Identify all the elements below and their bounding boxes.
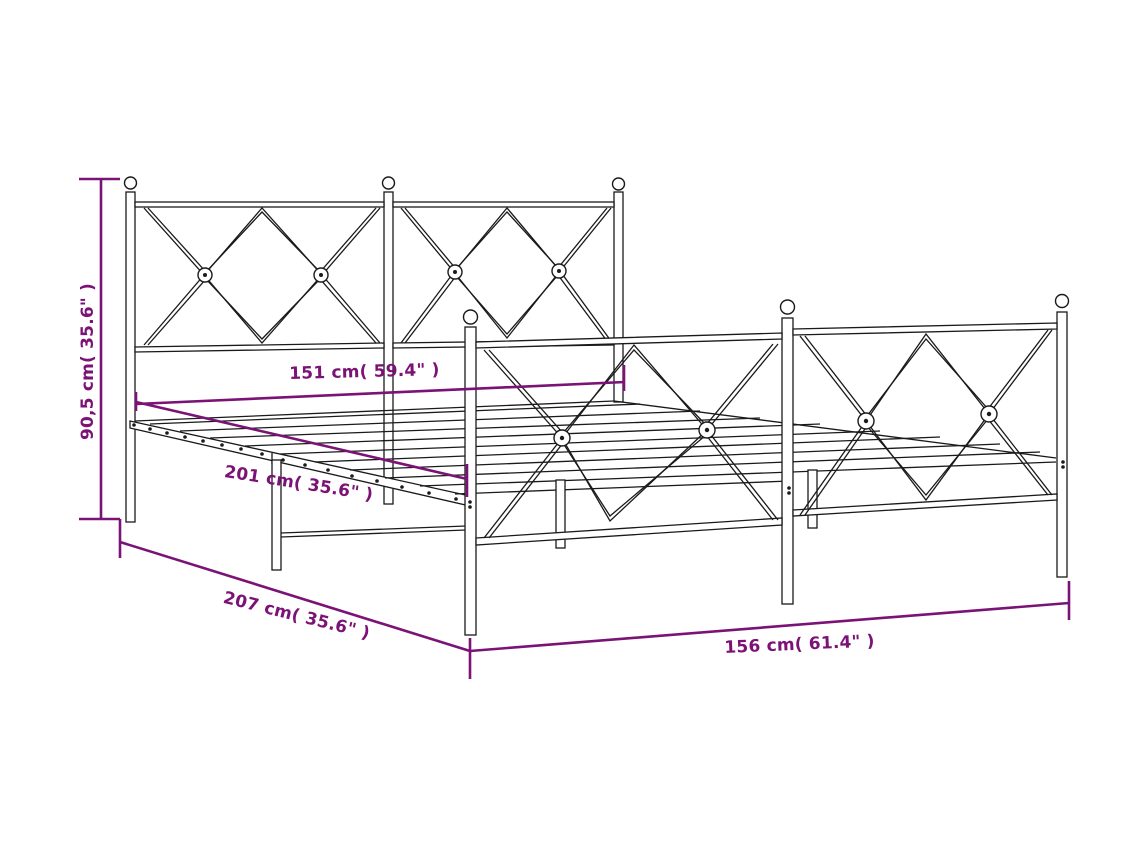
- footboard-bottom-rail: [475, 517, 783, 546]
- footboard-post-middle: [781, 317, 794, 605]
- footboard-top-rail: [475, 332, 783, 349]
- headboard-post-right: [613, 191, 624, 403]
- finial-knob: [123, 176, 138, 190]
- footboard: [462, 293, 1070, 636]
- inner-width-dimension-label: 151 cm( 59.4" ): [289, 360, 440, 384]
- headboard-top-rail: [392, 201, 615, 208]
- finial-knob: [779, 299, 796, 315]
- headboard-top-rail: [134, 201, 385, 208]
- finial-knob: [611, 177, 626, 191]
- inner-length-dimension-line: [135, 400, 469, 497]
- finial-knob: [1054, 293, 1070, 309]
- inner-width-dimension-line: [134, 365, 626, 411]
- headboard-post-left: [125, 191, 136, 523]
- height-dimension-label: 90,5 cm( 35.6" ): [78, 282, 98, 440]
- footboard-post-right: [1056, 311, 1068, 578]
- dimension-lines: [79, 177, 1071, 679]
- center-support-leg: [807, 469, 818, 529]
- footboard-top-rail: [792, 322, 1058, 336]
- footboard-bottom-rail: [792, 493, 1058, 517]
- center-support-leg: [555, 479, 566, 549]
- center-support-leg: [271, 459, 282, 571]
- total-length-dimension-line: [118, 519, 471, 653]
- headboard: [123, 176, 626, 523]
- total-width-dimension-line: [468, 581, 1071, 679]
- headboard-post-middle: [383, 191, 394, 505]
- bed-base: [129, 400, 1057, 571]
- finial-knob: [462, 309, 479, 325]
- rail-bolts: [132, 423, 458, 501]
- finial-knob: [381, 176, 396, 190]
- footboard-post-left: [464, 326, 477, 636]
- height-dimension-line: [79, 177, 120, 521]
- headboard-bottom-rail: [134, 342, 385, 353]
